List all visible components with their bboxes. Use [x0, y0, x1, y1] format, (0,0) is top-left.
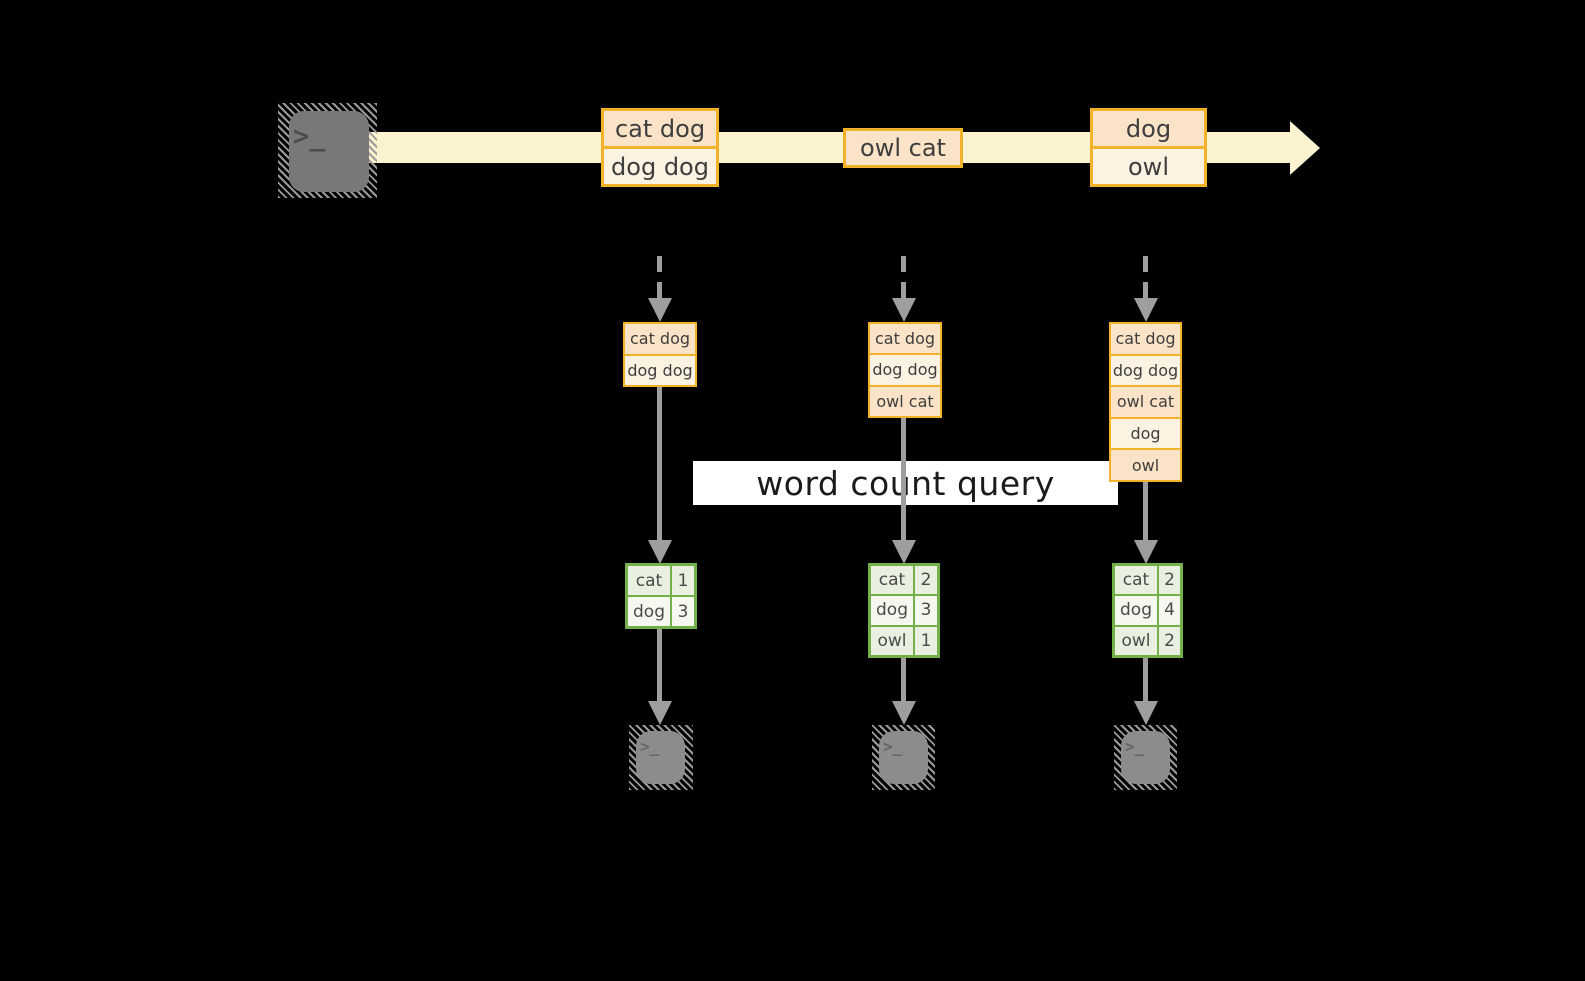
terminal-screen: [636, 731, 685, 784]
batch-row: cat dog: [870, 324, 940, 354]
terminal-prompt-glyph: >_: [640, 737, 660, 756]
count-cell: 1: [672, 566, 694, 595]
arrow-head-icon: [892, 701, 916, 725]
word-count-table-2: cat 2 dog 3 owl 1: [868, 563, 940, 658]
stream-event-box-3: dog owl: [1090, 108, 1207, 187]
stream-event-row: cat dog: [604, 111, 716, 146]
stream-event-row: dog dog: [604, 146, 716, 184]
count-cell: 2: [1159, 626, 1180, 655]
terminal-prompt-glyph: >_: [293, 121, 326, 152]
output-terminal-icon-1: >_: [629, 725, 693, 790]
word-cell: cat: [1115, 566, 1157, 595]
count-cell: 3: [915, 596, 937, 625]
word-cell: cat: [628, 566, 670, 595]
terminal-screen: [1121, 731, 1170, 784]
word-cell: dog: [628, 597, 670, 626]
arrow-head-icon: [648, 298, 672, 322]
arrow-line: [1143, 656, 1148, 701]
word-cell: cat: [871, 566, 913, 595]
batch-row: cat dog: [1111, 324, 1180, 354]
arrow-head-icon: [1134, 701, 1158, 725]
arrow-head-icon: [892, 540, 916, 564]
count-cell: 3: [672, 597, 694, 626]
stream-event-row: owl: [1093, 146, 1204, 184]
batch-row: dog dog: [870, 353, 940, 385]
accumulated-batch-box-2: cat dog dog dog owl cat: [868, 322, 942, 418]
count-cell: 2: [1159, 566, 1180, 595]
arrow-head-icon: [648, 540, 672, 564]
source-terminal-icon: >_: [278, 103, 377, 198]
terminal-screen: [289, 111, 369, 192]
word-cell: dog: [871, 596, 913, 625]
word-cell: owl: [871, 626, 913, 655]
word-cell: owl: [1115, 626, 1157, 655]
batch-row: cat dog: [625, 324, 695, 354]
stream-event-row: owl cat: [846, 131, 960, 165]
stream-arrowhead-icon: [1290, 121, 1320, 175]
word-count-table-1: cat 1 dog 3: [625, 563, 697, 629]
arrow-head-icon: [1134, 298, 1158, 322]
count-cell: 2: [915, 566, 937, 595]
terminal-screen: [879, 731, 928, 784]
dashed-arrow-line: [1143, 256, 1148, 298]
accumulated-batch-box-1: cat dog dog dog: [623, 322, 697, 387]
batch-row: owl: [1111, 448, 1180, 480]
arrow-line: [1143, 480, 1148, 540]
word-cell: dog: [1115, 596, 1157, 625]
batch-row: dog: [1111, 416, 1180, 449]
dashed-arrow-line: [901, 256, 906, 298]
arrow-line: [657, 629, 662, 701]
stream-event-box-1: cat dog dog dog: [601, 108, 719, 187]
terminal-prompt-glyph: >_: [883, 737, 903, 756]
stream-event-row: dog: [1093, 111, 1204, 146]
batch-row: owl cat: [870, 384, 940, 416]
terminal-prompt-glyph: >_: [1125, 737, 1145, 756]
batch-row: dog dog: [625, 353, 695, 385]
arrow-line: [657, 386, 662, 540]
stream-event-box-2: owl cat: [843, 128, 963, 168]
accumulated-batch-box-3: cat dog dog dog owl cat dog owl: [1109, 322, 1182, 482]
dashed-arrow-line: [657, 256, 662, 298]
output-terminal-icon-3: >_: [1114, 725, 1177, 790]
count-cell: 1: [915, 626, 937, 655]
arrow-head-icon: [1134, 540, 1158, 564]
arrow-head-icon: [892, 298, 916, 322]
batch-row: dog dog: [1111, 353, 1180, 386]
arrow-line: [901, 415, 906, 540]
word-count-table-3: cat 2 dog 4 owl 2: [1112, 563, 1183, 658]
count-cell: 4: [1159, 596, 1180, 625]
batch-row: owl cat: [1111, 385, 1180, 417]
output-terminal-icon-2: >_: [872, 725, 935, 790]
arrow-head-icon: [648, 701, 672, 725]
arrow-line: [901, 656, 906, 701]
